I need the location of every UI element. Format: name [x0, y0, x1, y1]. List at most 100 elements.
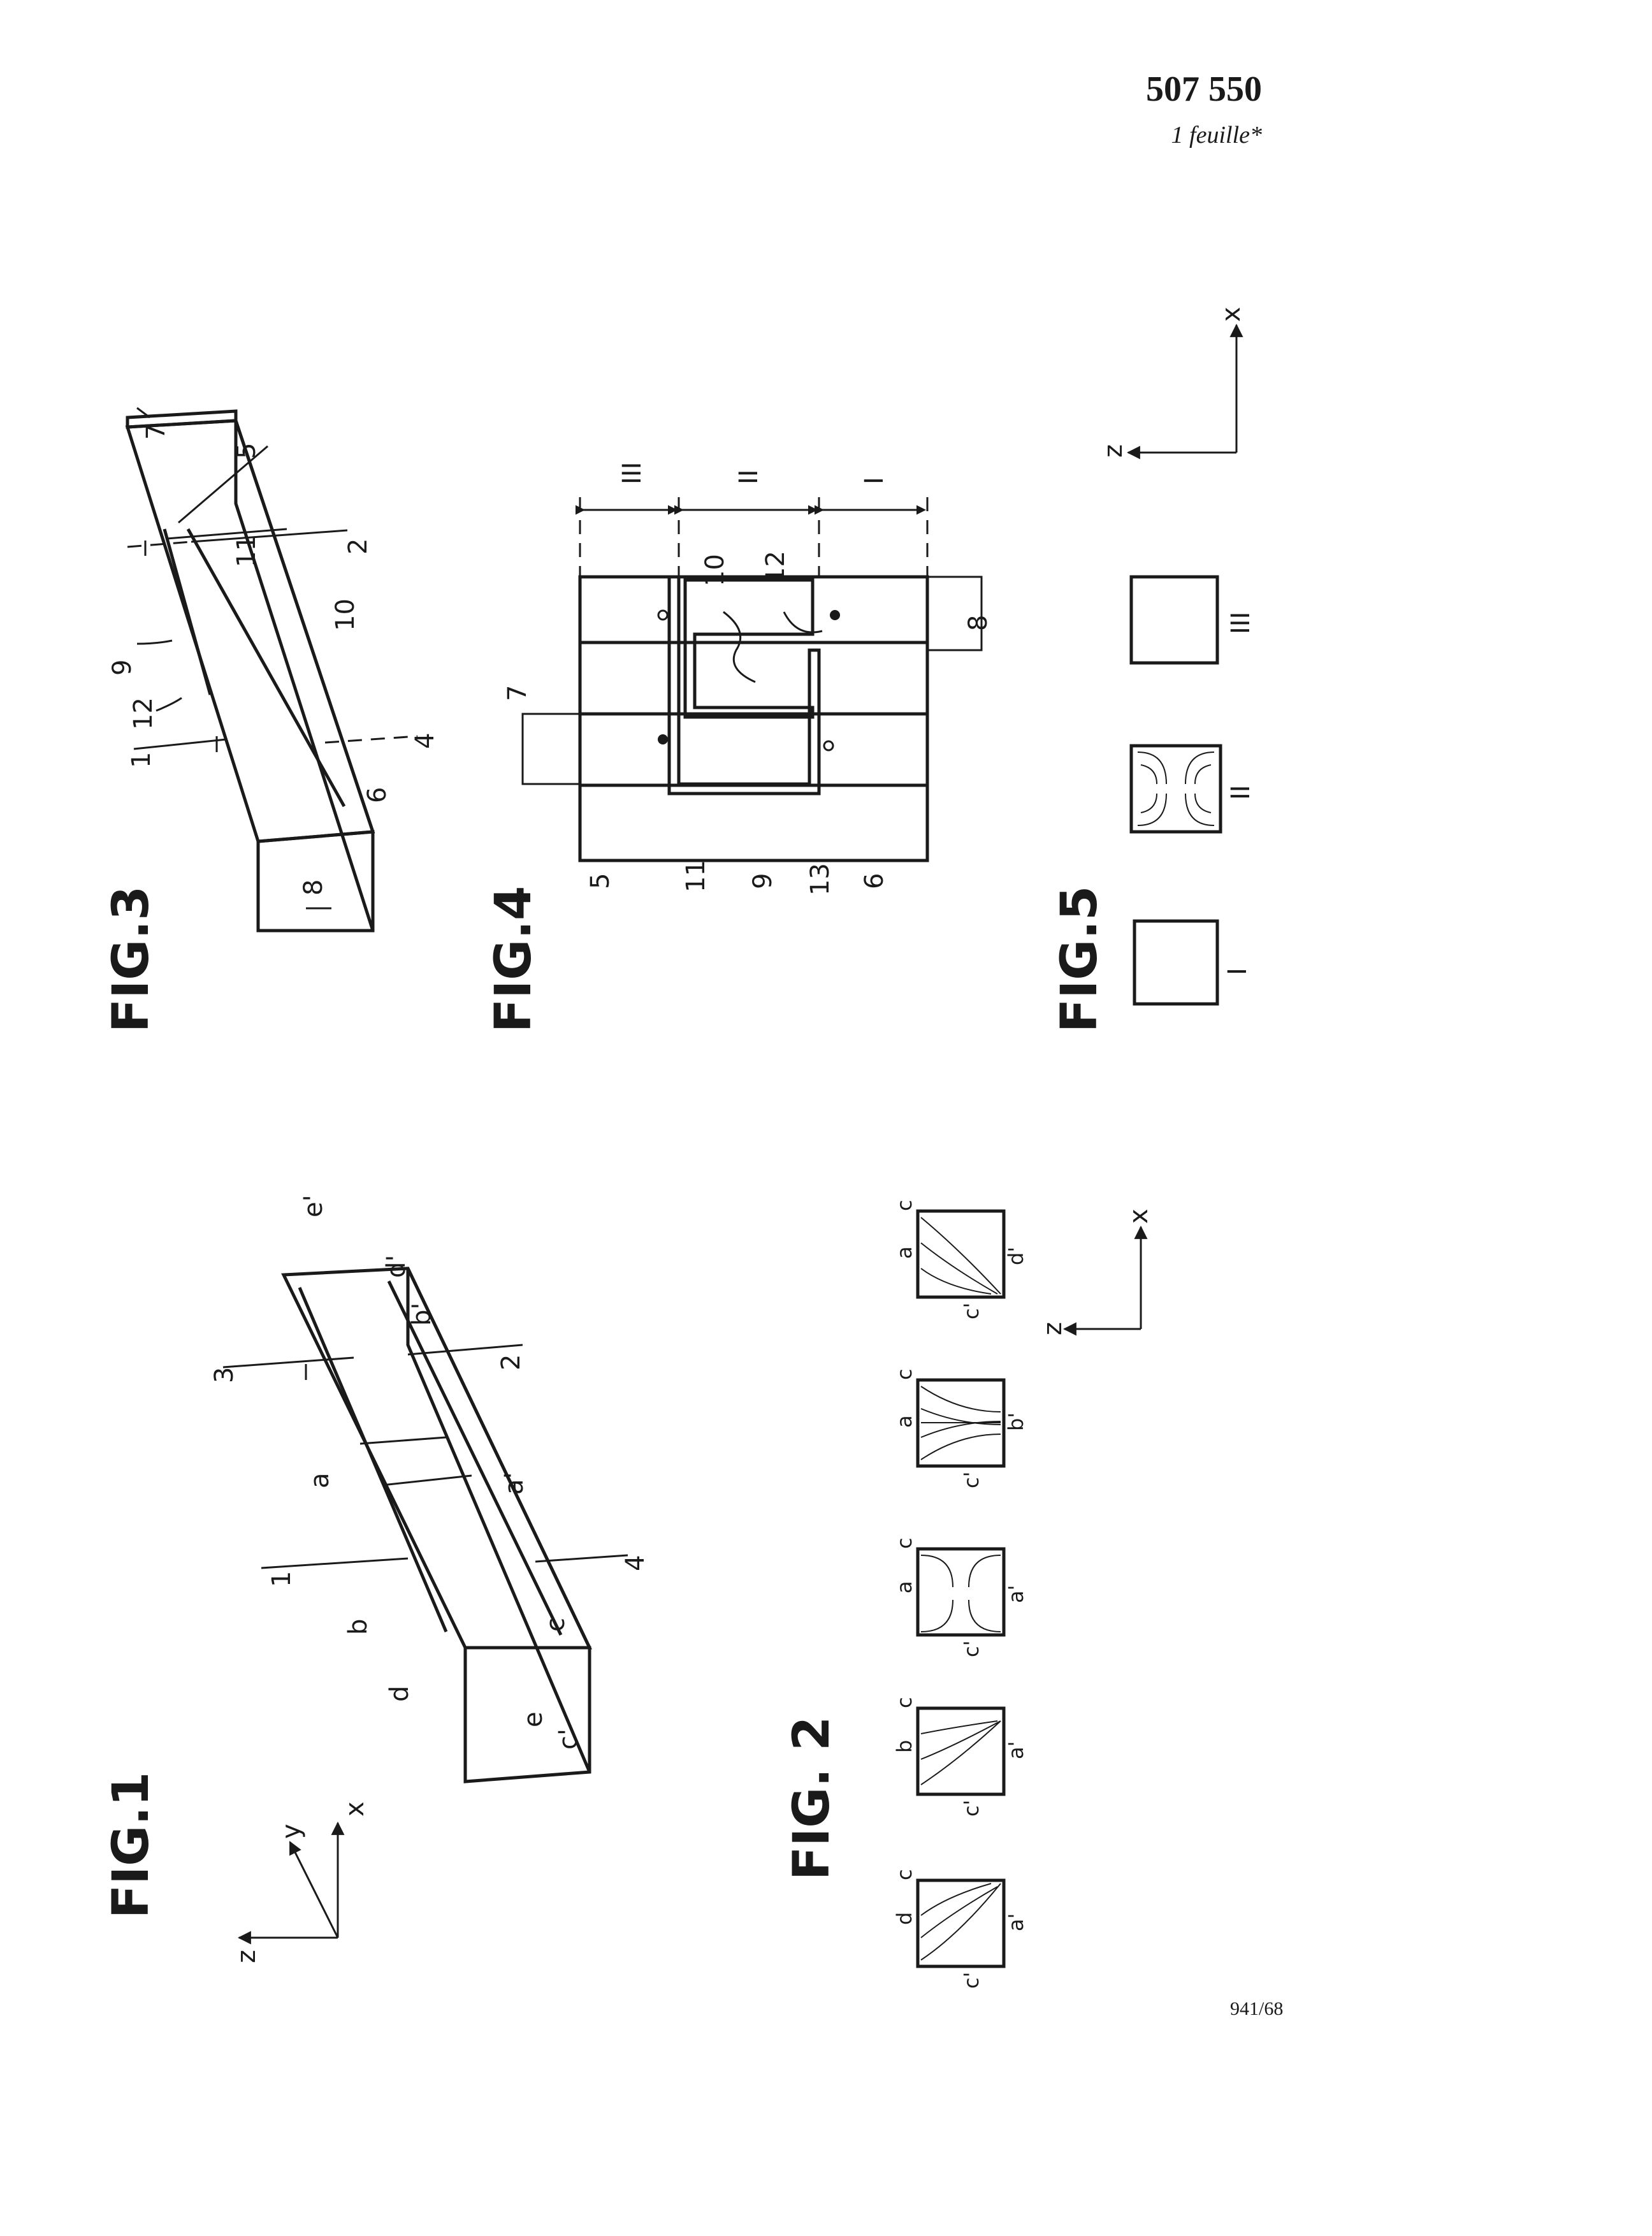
fig4-label-9: 9 — [748, 873, 778, 889]
fig2-section-3: a c' c a' — [892, 1537, 1028, 1657]
fig2-s3-right: c — [892, 1537, 917, 1549]
fig1-axis-x-label: x — [340, 1801, 370, 1817]
fig4-body — [578, 575, 929, 862]
fig1-label-d: d — [385, 1686, 414, 1702]
fig4-group: FIG.4 III II I — [485, 462, 993, 1033]
fig3-label-8: 8 — [299, 880, 328, 896]
fig1-label-a1: a' — [500, 1472, 529, 1495]
fig2-s4-right: c — [892, 1368, 917, 1380]
fig3-inner-edge — [163, 528, 212, 695]
fig4-leader-12 — [783, 611, 823, 634]
fig3-divider-a — [166, 528, 287, 540]
fig3-line-4 — [324, 735, 418, 744]
fig2-axis-z-label: z — [1038, 1322, 1068, 1335]
fig2-group: FIG. 2 d c' c a' b c' c a' a — [783, 1200, 1154, 1989]
fig1-axis-z-label: z — [232, 1950, 261, 1963]
fig4-label-8: 8 — [964, 615, 993, 631]
fig2-s1-right: c — [892, 1869, 917, 1880]
fig3-label-6: 6 — [363, 787, 392, 803]
fig2-s2-bottom: a' — [1004, 1741, 1028, 1759]
fig3-title: FIG.3 — [103, 886, 160, 1033]
fig5-title: FIG.5 — [1051, 886, 1108, 1033]
fig1-label-e: e — [519, 1711, 548, 1727]
fig1-line-4 — [535, 1554, 628, 1563]
fig1-label-b: b — [344, 1619, 373, 1635]
fig4-ring-2 — [657, 609, 669, 621]
fig3-leader-9 — [136, 639, 173, 645]
fig2-s1-left: c' — [959, 1972, 983, 1989]
fig3-label-7: 7 — [141, 424, 171, 440]
fig4-zone-II: II — [734, 469, 764, 484]
fig2-s5-left: c' — [959, 1303, 983, 1319]
fig2-s5-right: c — [892, 1200, 917, 1211]
fig3-label-12: 12 — [129, 697, 158, 730]
fig2-section-4-lines — [920, 1386, 1001, 1460]
fig1-label-c: c — [541, 1618, 570, 1632]
fig2-section-1: d c' c a' — [892, 1869, 1028, 1989]
fig1-line-1 — [261, 1557, 409, 1569]
fig4-label-10: 10 — [700, 554, 730, 586]
fig3-divider-b — [178, 445, 268, 524]
fig1-axis-y — [289, 1841, 339, 1938]
fig3-leader-7 — [136, 407, 150, 419]
fig4-label-11: 11 — [681, 860, 711, 892]
fig4-label-12: 12 — [761, 551, 790, 583]
fig2-section-5: a c' c d' — [892, 1200, 1028, 1319]
fig2-s4-left: c' — [959, 1472, 983, 1488]
fig1-label-e1: e' — [299, 1194, 328, 1217]
fig3-label-5: 5 — [232, 443, 261, 459]
fig4-label-6: 6 — [860, 873, 889, 889]
fig5-field-lines-II-inner — [1140, 764, 1212, 813]
fig3-line-1 — [133, 738, 227, 750]
fig4-label-13: 13 — [806, 863, 835, 896]
fig2-s5-top: a — [892, 1246, 917, 1259]
fig3-label-2: 2 — [344, 539, 373, 555]
fig2-s3-left: c' — [959, 1641, 983, 1657]
fig5-field-lines-II — [1137, 751, 1215, 826]
fig4-label-5: 5 — [586, 873, 615, 889]
fig5-section-I — [1133, 919, 1219, 1006]
fig2-s4-top: a — [892, 1415, 917, 1428]
fig2-section-4-box — [916, 1378, 1006, 1468]
fig2-s4-bottom: b' — [1004, 1412, 1028, 1431]
fig3-side-face — [234, 420, 375, 931]
fig4-upper-loop — [683, 578, 815, 719]
fig5-axis-x-label: x — [1217, 307, 1246, 322]
fig5-axis-z-label: z — [1099, 444, 1128, 458]
fig3-group: FIG.3 8 1 2 4 12 — [103, 407, 440, 1033]
page-code: 941/68 — [1230, 1998, 1284, 2019]
fig3-plate-7 — [126, 409, 238, 429]
patent-number: 507 550 — [1146, 69, 1262, 109]
fig2-section-2: b c' c a' — [892, 1697, 1028, 1817]
fig1-label-4: 4 — [621, 1555, 650, 1571]
fig3-label-11: 11 — [232, 535, 261, 567]
fig5-label-II: II — [1226, 785, 1256, 800]
fig1-label-1: 1 — [267, 1571, 296, 1587]
fig2-section-3-box — [916, 1547, 1006, 1637]
fig2-s2-left: c' — [959, 1800, 983, 1817]
fig2-section-3-lines — [920, 1555, 1001, 1632]
fig1-label-a: a — [305, 1472, 335, 1488]
fig2-section-2-lines — [920, 1720, 1001, 1785]
fig4-ring-1 — [823, 740, 834, 751]
fig4-terminal-7 — [521, 713, 580, 785]
fig4-terminal-8 — [927, 576, 983, 651]
fig1-inner-edge-2 — [387, 1280, 563, 1636]
fig1-axis-y-label: y — [277, 1824, 306, 1839]
fig2-s3-top: a — [892, 1581, 917, 1594]
fig2-s5-bottom: d' — [1004, 1247, 1028, 1265]
fig1-seg-2 — [359, 1436, 447, 1445]
sheet-note: 1 feuille* — [1171, 122, 1262, 149]
fig1-line-3 — [222, 1356, 354, 1368]
fig4-zone-III: III — [618, 462, 647, 484]
fig5-label-III: III — [1226, 612, 1256, 634]
fig2-section-1-box — [916, 1878, 1006, 1968]
fig1-label-3: 3 — [210, 1367, 239, 1383]
fig3-inner-edge-2 — [186, 528, 346, 808]
fig1-line-2 — [407, 1344, 523, 1356]
fig2-s2-right: c — [892, 1697, 917, 1708]
fig1-side-face — [406, 1267, 591, 1773]
fig2-s2-top: b — [892, 1740, 917, 1753]
fig2-s3-bottom: a' — [1004, 1585, 1028, 1603]
